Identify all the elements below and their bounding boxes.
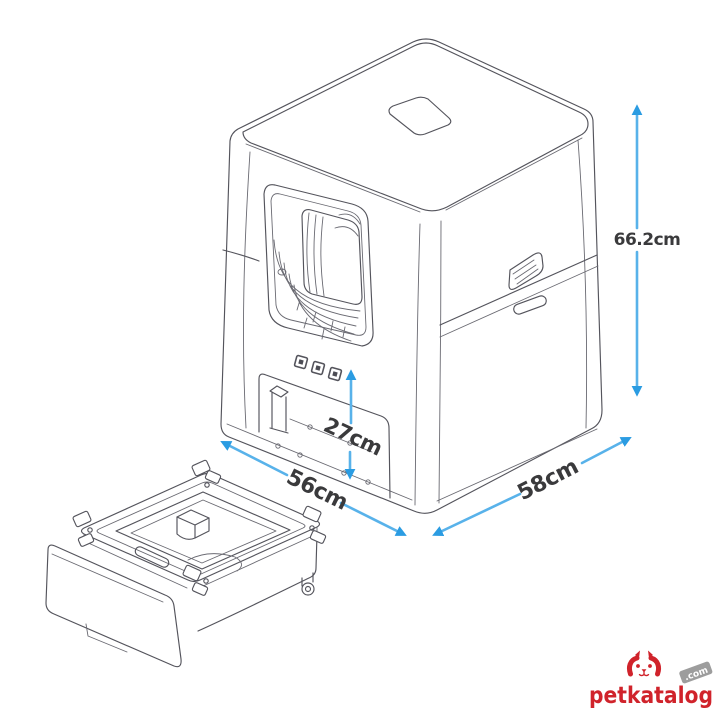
- height-dimension-label: 66.2cm: [614, 230, 681, 250]
- entry-height-dimension-arrow: [344, 369, 357, 480]
- caster-wheel: [301, 572, 315, 596]
- drawer-grip-slot: [134, 546, 170, 568]
- logo-wordmark: petkatalog: [589, 683, 713, 709]
- litter-drawer-drawing: [45, 459, 327, 668]
- drawer-front-panel: [45, 544, 182, 668]
- side-handle: [508, 252, 547, 315]
- control-buttons: [293, 354, 343, 382]
- litter-box-body: [220, 38, 603, 514]
- litter-box-drawing: [220, 38, 603, 514]
- depth-dimension-arrow: [432, 436, 632, 536]
- drawer-corner-clips: [72, 459, 327, 596]
- dog-head-icon: [626, 650, 662, 677]
- petkatalog-logo: petkatalog .com: [589, 650, 713, 709]
- entry-opening: [263, 184, 374, 347]
- dimension-arrows: [220, 104, 643, 536]
- logo-tld-text: .com: [683, 666, 709, 684]
- lid-slot: [388, 96, 452, 136]
- drawer-hump: [176, 509, 210, 540]
- width-dimension-arrow: [220, 441, 407, 536]
- drawer-bay: [258, 373, 391, 499]
- logo-tld-badge: .com: [679, 661, 713, 684]
- side-vent-slot: [513, 295, 547, 315]
- litter-box-lid: [242, 42, 589, 212]
